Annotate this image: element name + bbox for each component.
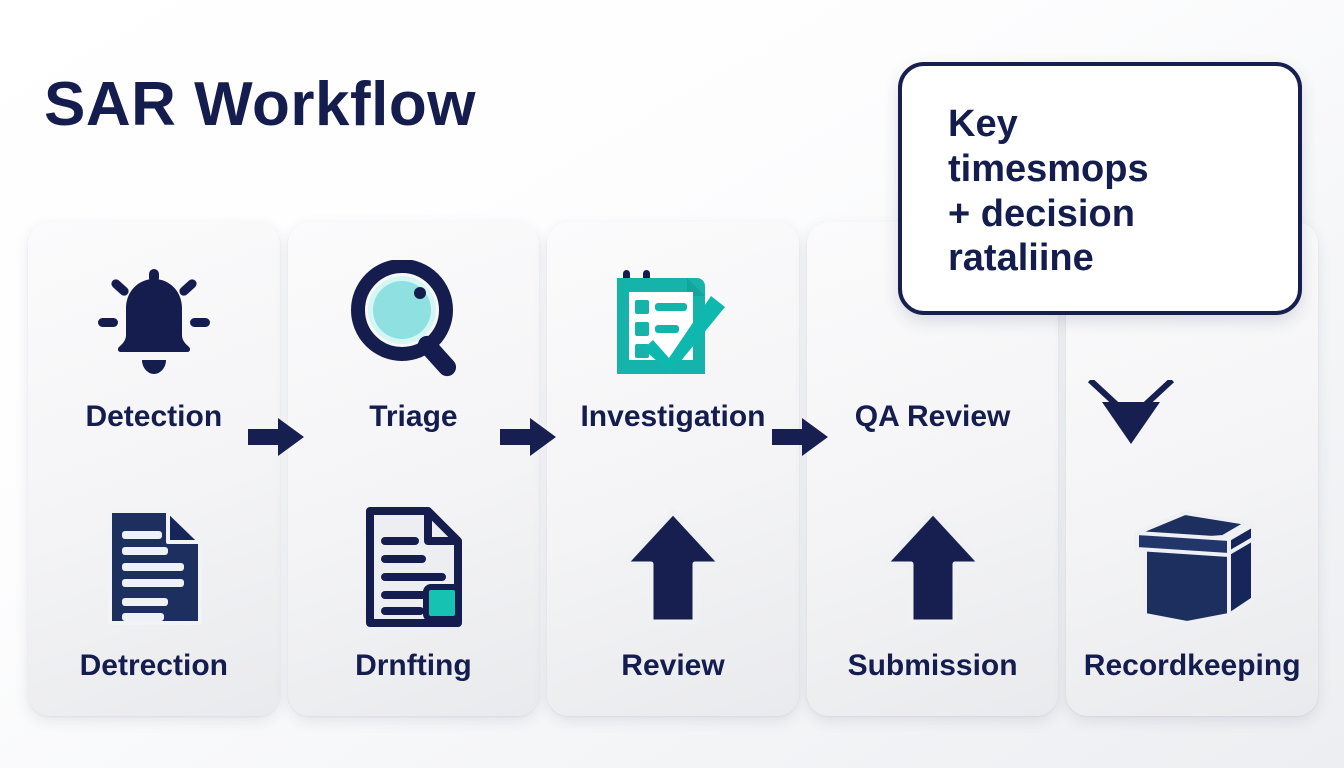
- stage-bottom-recordkeeping: Recordkeeping: [1066, 469, 1318, 716]
- stage-top-triage: Triage: [288, 222, 540, 469]
- stage-top-detection: Detection: [28, 222, 280, 469]
- stage-label-triage: Triage: [369, 399, 458, 433]
- flow-arrow-detection-to-triage: [248, 416, 304, 458]
- stage-bottom-detection: Detrection: [28, 469, 280, 716]
- page-title: SAR Workflow: [44, 70, 476, 139]
- stage-bottom-triage: Drnfting: [288, 469, 540, 716]
- stage-bottom-investigation: Review: [547, 469, 799, 716]
- up-arrow-icon: [881, 503, 985, 631]
- document-filled-icon: [102, 503, 206, 631]
- document-outline-icon: [360, 503, 466, 631]
- flow-arrow-investigation-to-qa-review: [772, 416, 828, 458]
- workflow-card-investigation[interactable]: Investigation Review: [547, 222, 799, 716]
- stage-label-detection: Detection: [85, 399, 223, 433]
- stage-label-review: Review: [621, 648, 725, 682]
- magnifying-glass-icon: [350, 258, 476, 386]
- checklist-clipboard-icon: [611, 258, 735, 386]
- stage-top-qa-review: QA Review: [807, 222, 1059, 469]
- stage-top-investigation: Investigation: [547, 222, 799, 469]
- stage-bottom-qa-review: Submission: [807, 469, 1059, 716]
- stage-label-submission: Submission: [847, 648, 1018, 682]
- up-arrow-icon: [621, 503, 725, 631]
- alert-bell-icon: [94, 258, 214, 386]
- stage-label-investigation: Investigation: [580, 399, 766, 433]
- workflow-card-detection[interactable]: Detection Detrection: [28, 222, 280, 716]
- stage-label-qa-review: QA Review: [854, 399, 1011, 433]
- stage-label-detrection: Detrection: [79, 648, 228, 682]
- stage-label-recordkeeping: Recordkeeping: [1083, 648, 1301, 682]
- stage-label-drafting: Drnfting: [355, 648, 472, 682]
- flow-arrow-triage-to-investigation: [500, 416, 556, 458]
- callout-box: Key timesmops + decision rataliine: [898, 62, 1302, 316]
- callout-bubble: Key timesmops + decision rataliine: [898, 62, 1302, 444]
- down-arrow-icon: [1086, 377, 1176, 446]
- callout-text: Key timesmops + decision rataliine: [948, 103, 1149, 280]
- archive-box-icon: [1127, 503, 1257, 631]
- workflow-card-triage[interactable]: Triage Drnfting: [287, 222, 540, 716]
